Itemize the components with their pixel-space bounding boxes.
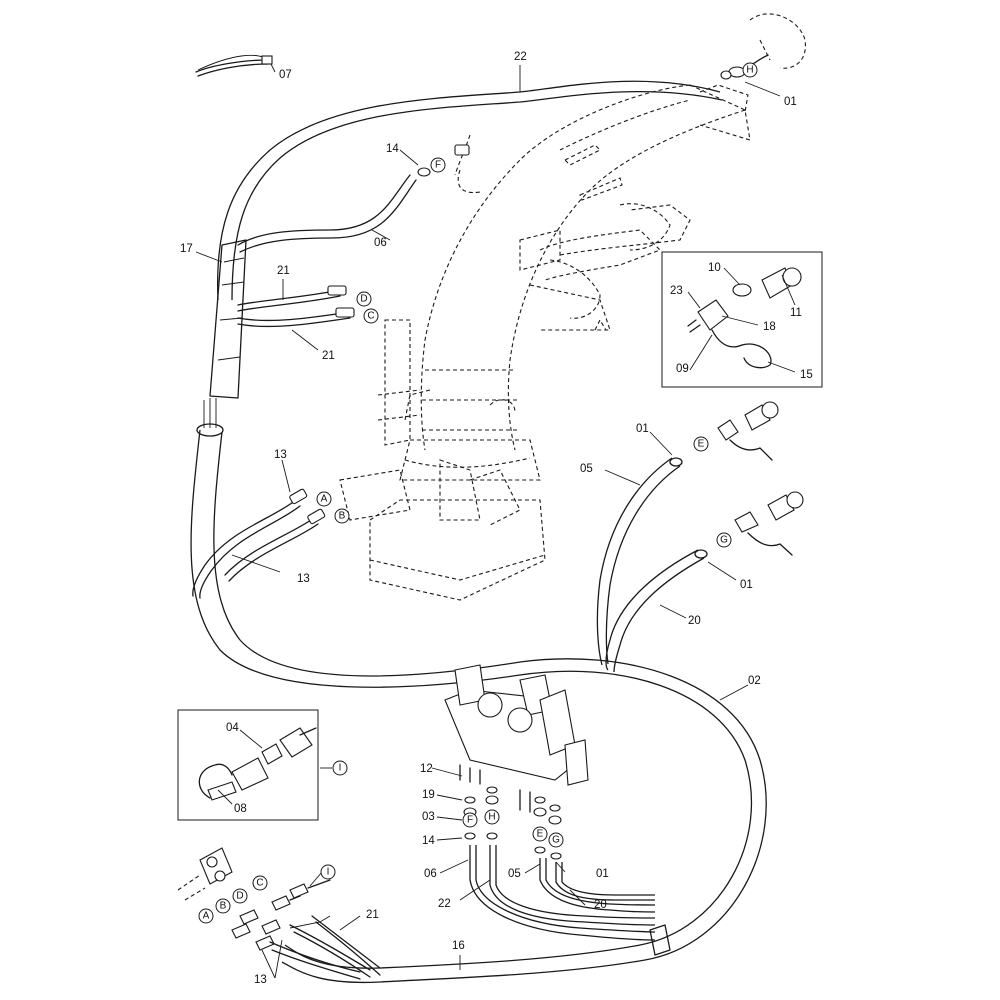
callout-17: 17 (180, 243, 193, 255)
svg-text:C: C (256, 878, 263, 889)
callout-06-valve: 06 (424, 868, 437, 880)
svg-text:H: H (746, 65, 753, 76)
callout-labels: 07 22 01 14 06 17 21 21 13 13 10 23 11 1… (180, 51, 813, 986)
callout-18: 18 (763, 321, 776, 333)
quick-coupler-G (734, 491, 804, 556)
svg-text:D: D (360, 294, 367, 305)
hose-21-pair (237, 285, 355, 328)
detail-box-I (177, 709, 319, 821)
callout-08: 08 (234, 803, 247, 815)
hose-22 (216, 80, 723, 301)
fittings-lower-left (177, 847, 381, 980)
callout-14-valve: 14 (422, 835, 435, 847)
svg-text:A: A (203, 911, 210, 922)
circle-B-bottom: B (215, 898, 231, 914)
svg-text:H: H (488, 812, 495, 823)
callout-01-right-lower: 01 (740, 579, 753, 591)
callout-15: 15 (800, 369, 813, 381)
callout-21-lower: 21 (322, 350, 335, 362)
svg-text:B: B (339, 511, 346, 522)
callout-01-right-upper: 01 (636, 423, 649, 435)
callout-01-top: 01 (784, 96, 797, 108)
hose-17-sleeve (209, 239, 247, 399)
callout-21-upper: 21 (277, 265, 290, 277)
callout-02: 02 (748, 675, 761, 687)
svg-text:I: I (339, 763, 342, 774)
circle-H-top: H (742, 62, 758, 78)
callout-10: 10 (708, 262, 721, 274)
cable-tie-07 (195, 55, 273, 77)
circle-I-box: I (332, 760, 348, 776)
hose-bundle-lower (469, 845, 671, 956)
circle-A-mid: A (316, 491, 332, 507)
circle-F-valve: F (462, 812, 478, 828)
svg-text:G: G (720, 535, 728, 546)
callout-21-bottom: 21 (366, 909, 379, 921)
svg-text:B: B (220, 901, 227, 912)
svg-text:I: I (327, 867, 330, 878)
callout-05-valve: 05 (508, 868, 521, 880)
callout-13-lower: 13 (297, 573, 310, 585)
hose-02-big-loop (190, 398, 767, 984)
svg-text:E: E (537, 829, 544, 840)
callout-22-valve: 22 (438, 898, 451, 910)
hose-06 (237, 174, 417, 253)
circle-H-valve: H (484, 809, 500, 825)
circle-B-mid: B (334, 508, 350, 524)
svg-text:E: E (698, 439, 705, 450)
svg-text:G: G (552, 835, 560, 846)
circle-G-right: G (716, 532, 732, 548)
callout-12: 12 (420, 763, 433, 775)
callout-05-right: 05 (580, 463, 593, 475)
circle-G-valve: G (548, 832, 564, 848)
hose-13-pair (192, 488, 326, 599)
callout-07: 07 (279, 69, 292, 81)
callout-20-right: 20 (688, 615, 701, 627)
callout-20-valve: 20 (594, 899, 607, 911)
callout-14-top: 14 (386, 143, 399, 155)
circle-D-top: D (356, 291, 372, 307)
callout-03: 03 (422, 811, 435, 823)
circle-A-bottom: A (198, 908, 214, 924)
callout-11: 11 (790, 307, 802, 319)
circle-I-bottom: I (320, 864, 336, 880)
circle-F-top: F (430, 157, 446, 173)
fitting-F-top (417, 144, 470, 177)
circle-D-bottom: D (232, 888, 248, 904)
leader-lines (195, 54, 796, 979)
svg-text:C: C (367, 311, 374, 322)
callout-16: 16 (452, 940, 465, 952)
callout-09: 09 (676, 363, 689, 375)
coupler-detail-box (661, 251, 823, 388)
svg-text:F: F (467, 815, 473, 826)
control-valve-block (444, 664, 589, 860)
callout-13-upper: 13 (274, 449, 287, 461)
circle-E-valve: E (532, 826, 548, 842)
circle-E-right: E (693, 436, 709, 452)
circled-letters: H F D C A B E G I F H E G C I D B A (198, 62, 758, 924)
svg-text:D: D (236, 891, 243, 902)
svg-text:A: A (321, 494, 328, 505)
callout-23: 23 (670, 285, 683, 297)
circle-C-bottom: C (252, 875, 268, 891)
callout-04: 04 (226, 722, 239, 734)
circle-C-top: C (363, 308, 379, 324)
callout-22-top: 22 (514, 51, 527, 63)
callout-13-bottom: 13 (254, 974, 267, 986)
quick-coupler-E (717, 401, 779, 461)
svg-text:F: F (435, 160, 441, 171)
hose-05-20 (596, 457, 708, 673)
callout-19: 19 (422, 789, 435, 801)
fitting-top-H (720, 54, 769, 80)
callout-01-valve: 01 (596, 868, 609, 880)
callout-06-top: 06 (374, 237, 387, 249)
discharge-chute-dashed (339, 13, 806, 601)
